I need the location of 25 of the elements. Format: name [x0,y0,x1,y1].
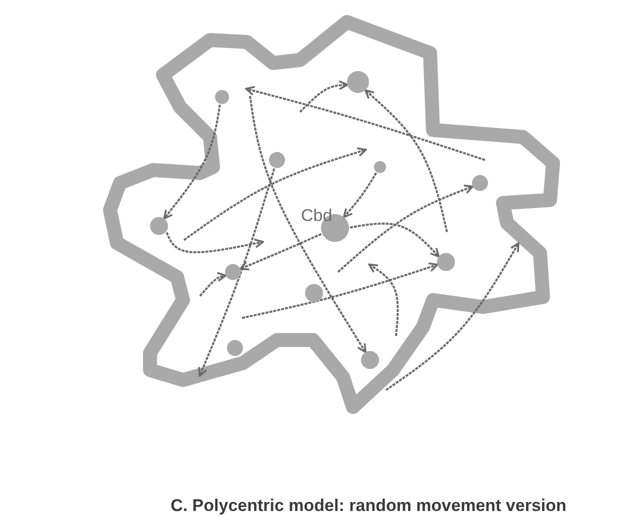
movement-arrow [299,80,348,113]
movement-arrow [166,232,264,254]
movement-arrow [163,104,221,220]
center-dot [215,90,229,104]
movement-arrow [239,233,322,270]
center-dot [227,340,243,356]
center-label: Cbd [301,206,332,226]
movement-arrow [199,272,227,297]
movement-arrow [242,262,438,319]
center-dot [374,161,386,173]
center-dot [305,284,323,302]
movement-arrow [249,96,366,354]
movement-arrow [337,184,474,273]
center-dot [347,71,369,93]
caption: C. Polycentric model: random movement version [170,496,568,516]
movement-arrow [342,172,378,218]
movement-arrow [198,168,276,377]
center-dot [437,253,455,271]
center-dot [361,351,379,369]
center-dot [472,175,488,191]
movement-arrow [350,222,440,258]
center-dot [269,152,285,168]
movement-arrow [364,89,448,232]
center-dot [150,217,168,235]
center-dot [225,264,241,280]
